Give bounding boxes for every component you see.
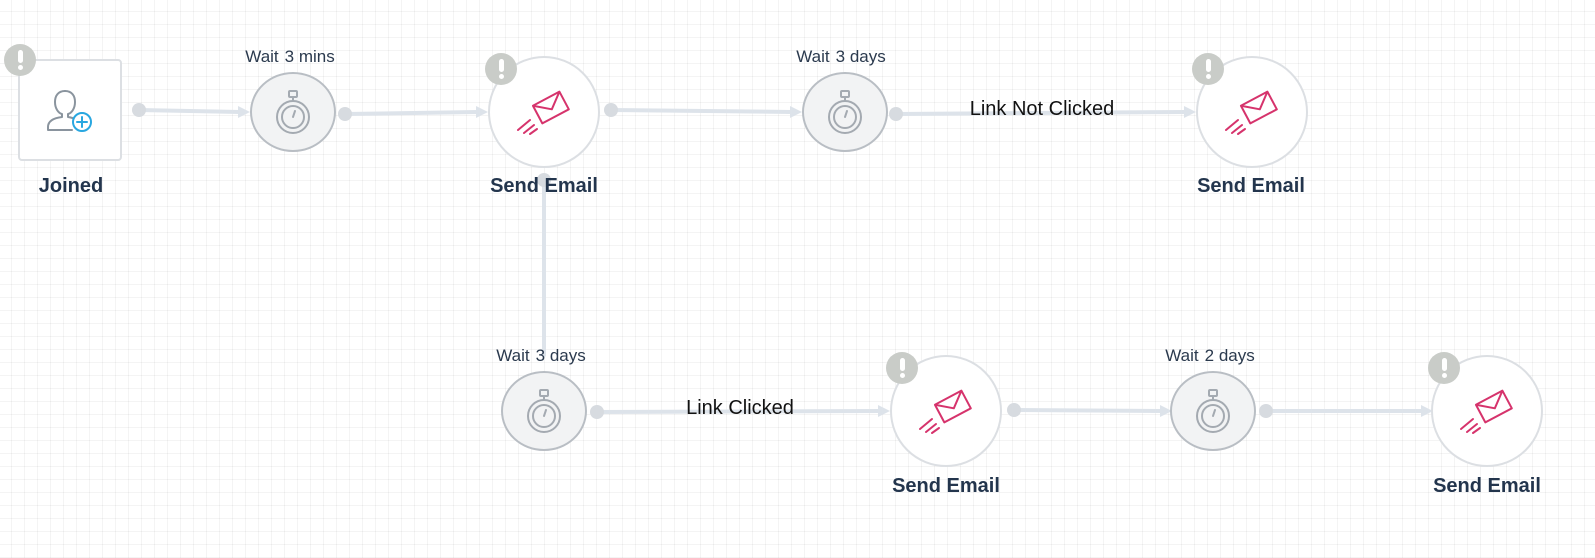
connector-dot[interactable] [1259,404,1273,418]
wait-duration: 3 days [835,47,886,66]
wait-duration: 2 days [1204,346,1255,365]
wait-label: Wait 3 days [796,47,885,67]
send-email-icon [517,90,570,135]
stopwatch-icon [828,90,862,134]
connector-dot[interactable] [889,107,903,121]
stopwatch-icon [276,90,310,134]
arrow-head [790,106,802,118]
joined-label: Joined [38,175,104,197]
warning-icon[interactable] [485,53,517,85]
wait-node[interactable] [250,72,336,152]
edge-label-link-clicked: Link Clicked [686,397,794,419]
wait-node[interactable] [1170,371,1256,451]
send-email-icon [919,389,972,434]
connector-dot[interactable] [338,107,352,121]
arrow-head [1184,106,1196,118]
arrow-head [476,106,488,118]
connector-dot[interactable] [132,103,146,117]
send-email-icon [1460,389,1513,434]
arrow-head [238,106,250,118]
connector-dot[interactable] [1007,403,1021,417]
send-email-label: Send Email [490,175,598,197]
wait-label: Wait 3 days [496,346,585,366]
connector-dot[interactable] [590,405,604,419]
wait-label: Wait 2 days [1165,346,1254,366]
wait-prefix: Wait [496,346,530,365]
wait-prefix: Wait [1165,346,1199,365]
warning-icon[interactable] [1192,53,1224,85]
stopwatch-icon [1196,389,1230,433]
send-email-label: Send Email [892,475,1000,497]
wait-prefix: Wait [796,47,830,66]
warning-icon[interactable] [1428,352,1460,384]
warning-icon[interactable] [4,44,36,76]
connector-email-3-to-wait [1012,408,1164,413]
connector-joined-to-wait [137,108,242,114]
wait-node[interactable] [802,72,888,152]
edge-label-link-not-clicked: Link Not Clicked [969,98,1115,120]
connector-email-1-to-wait [609,108,794,114]
warning-icon[interactable] [886,352,918,384]
arrow-head [878,405,890,417]
send-email-icon [1225,90,1278,135]
send-email-label: Send Email [1433,475,1541,497]
send-email-label: Send Email [1197,175,1305,197]
connector-wait-to-email-1 [343,110,480,116]
joined-node[interactable] [18,59,122,161]
wait-prefix: Wait [245,47,279,66]
wait-duration: 3 days [535,346,586,365]
wait-duration: 3 mins [284,47,335,66]
wait-label: Wait 3 mins [245,47,334,67]
wait-node[interactable] [501,371,587,451]
connector-dot[interactable] [604,103,618,117]
user-add-icon [47,90,92,132]
stopwatch-icon [527,389,561,433]
